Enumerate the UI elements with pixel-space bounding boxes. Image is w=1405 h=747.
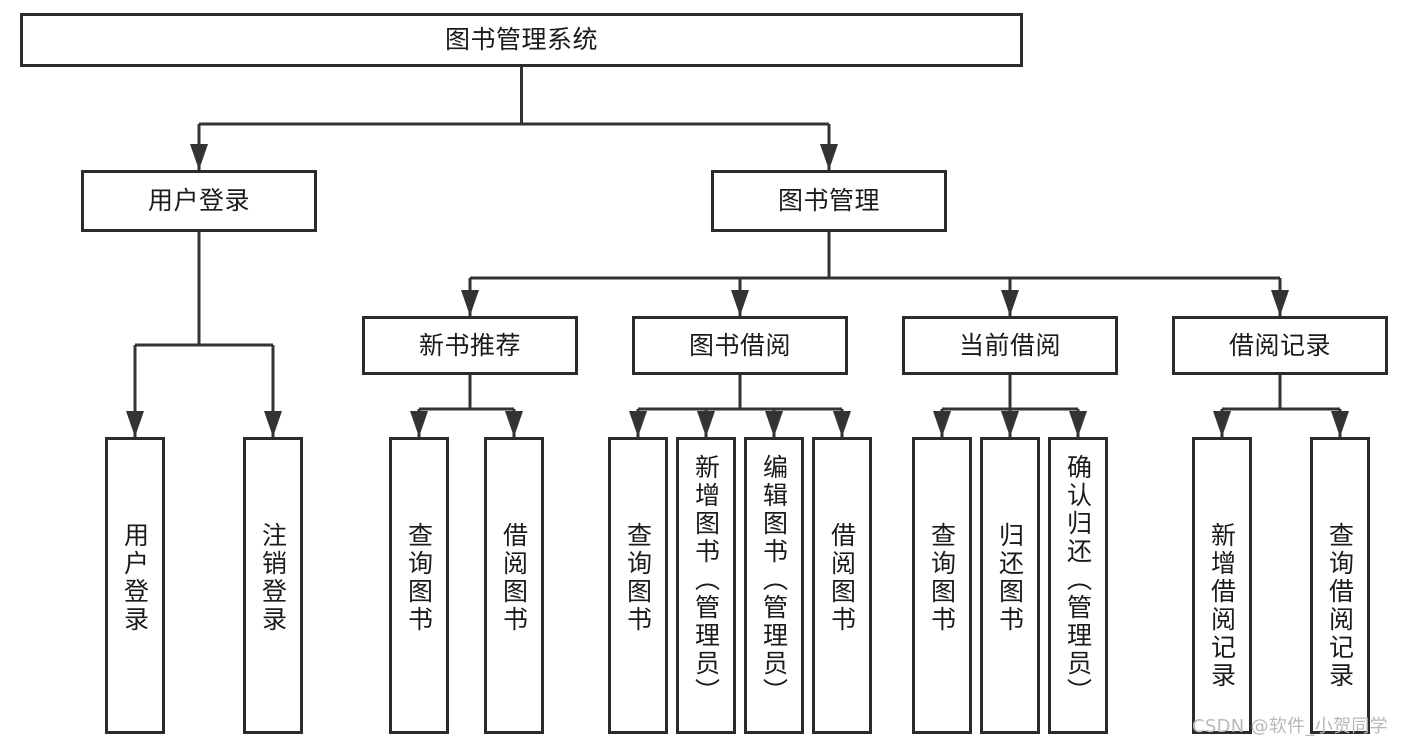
node-label: 借阅记录: [1228, 330, 1331, 360]
node-label: 查询图书: [927, 522, 957, 634]
node-label: 借阅图书: [827, 522, 857, 634]
node-new-book-recommend[interactable]: 新书推荐: [362, 316, 578, 375]
node-leaf-user-login[interactable]: 用户登录: [105, 437, 165, 734]
node-label: 图书管理系统: [444, 25, 598, 55]
node-leaf-add-record[interactable]: 新增借阅记录: [1192, 437, 1252, 734]
node-leaf-edit-book[interactable]: 编辑图书（管理员）: [744, 437, 804, 734]
node-label: 查询图书: [404, 522, 434, 634]
node-leaf-add-book[interactable]: 新增图书（管理员）: [676, 437, 736, 734]
node-label: 查询图书: [623, 522, 653, 634]
node-leaf-borrow-book-rec[interactable]: 借阅图书: [484, 437, 544, 734]
node-user-login[interactable]: 用户登录: [81, 170, 317, 232]
node-current-borrow[interactable]: 当前借阅: [902, 316, 1118, 375]
connector-arrowhead: [1331, 411, 1349, 437]
connector-arrowhead: [264, 411, 282, 437]
connector-arrowhead: [461, 290, 479, 316]
node-leaf-query-book-rec[interactable]: 查询图书: [389, 437, 449, 734]
node-label: 新增借阅记录: [1207, 522, 1237, 690]
connector-arrowhead: [697, 411, 715, 437]
connector-arrowhead: [1069, 411, 1087, 437]
node-borrow-record[interactable]: 借阅记录: [1172, 316, 1388, 375]
node-label: 当前借阅: [958, 330, 1061, 360]
node-leaf-confirm-return[interactable]: 确认归还（管理员）: [1048, 437, 1108, 734]
node-leaf-query-record[interactable]: 查询借阅记录: [1310, 437, 1370, 734]
connector-arrowhead: [731, 290, 749, 316]
connector-arrowhead: [126, 411, 144, 437]
connector-arrowhead: [629, 411, 647, 437]
csdn-watermark: CSDN @软件_小贺同学: [1192, 716, 1388, 737]
node-label: 编辑图书（管理员）: [759, 454, 789, 706]
connector-arrowhead: [1001, 411, 1019, 437]
connector-arrowhead: [1001, 290, 1019, 316]
connector-arrowhead: [933, 411, 951, 437]
node-label: 新增图书（管理员）: [691, 454, 721, 706]
node-label: 图书管理: [777, 186, 880, 216]
node-root[interactable]: 图书管理系统: [20, 13, 1023, 67]
node-leaf-borrow-book[interactable]: 借阅图书: [812, 437, 872, 734]
connector-arrowhead: [505, 411, 523, 437]
connector-arrowhead: [410, 411, 428, 437]
node-label: 借阅图书: [499, 522, 529, 634]
connector-arrowhead: [1213, 411, 1231, 437]
node-label: 归还图书: [995, 522, 1025, 634]
node-label: 用户登录: [120, 522, 150, 634]
node-label: 确认归还（管理员）: [1063, 454, 1093, 706]
node-leaf-logout[interactable]: 注销登录: [243, 437, 303, 734]
node-label: 注销登录: [258, 522, 288, 634]
node-label: 查询借阅记录: [1325, 522, 1355, 690]
connector-arrowhead: [1271, 290, 1289, 316]
node-book-manage[interactable]: 图书管理: [711, 170, 947, 232]
connector-arrowhead: [820, 144, 838, 170]
node-leaf-query-book-borrow[interactable]: 查询图书: [608, 437, 668, 734]
node-leaf-query-book-cur[interactable]: 查询图书: [912, 437, 972, 734]
connector-arrowhead: [833, 411, 851, 437]
node-label: 用户登录: [147, 186, 250, 216]
node-leaf-return-book[interactable]: 归还图书: [980, 437, 1040, 734]
connector-arrowhead: [190, 144, 208, 170]
connector-arrowhead: [765, 411, 783, 437]
node-label: 新书推荐: [418, 330, 521, 360]
node-label: 图书借阅: [688, 330, 791, 360]
node-book-borrow[interactable]: 图书借阅: [632, 316, 848, 375]
